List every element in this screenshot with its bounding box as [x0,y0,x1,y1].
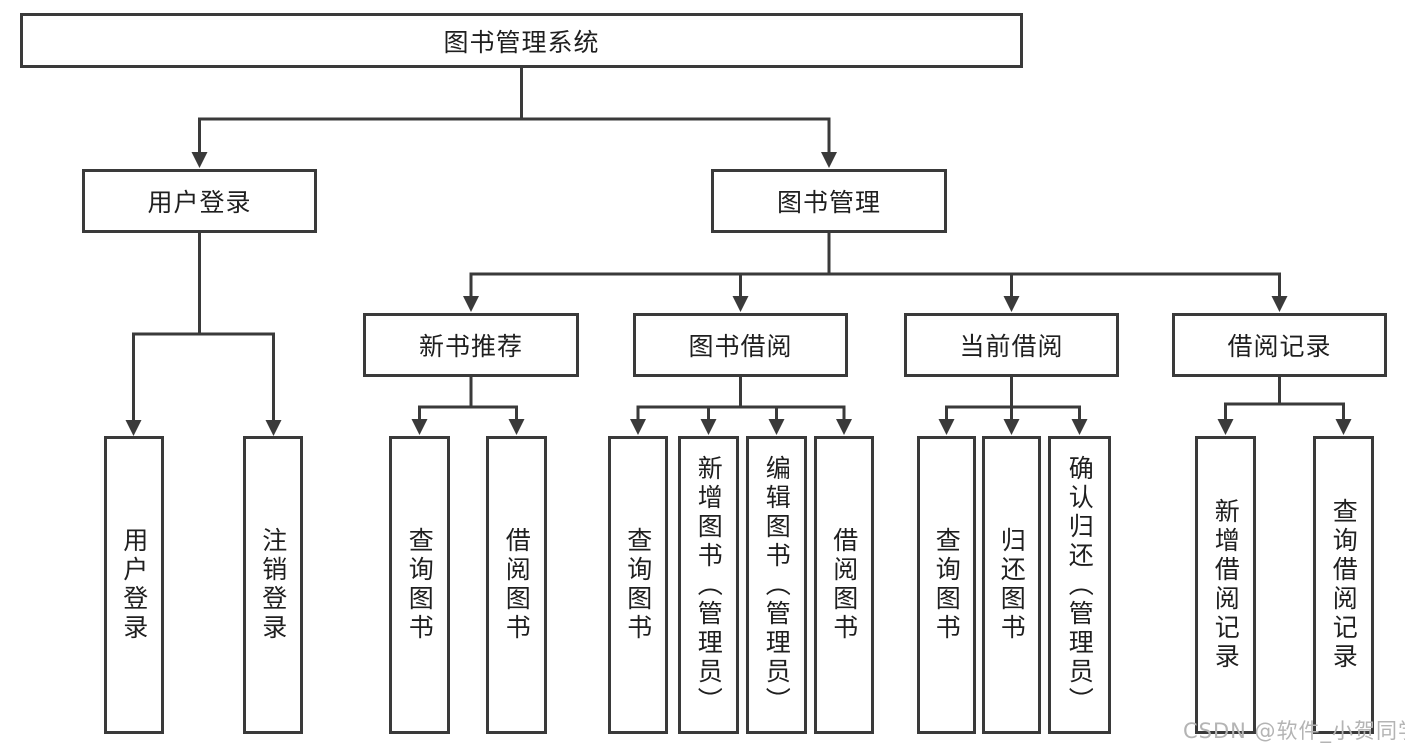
leaf-logout: 注销登录 [243,436,303,734]
leaf-add-borrow-record: 新增借阅记录 [1195,436,1256,734]
node-user-login: 用户登录 [82,169,317,233]
leaf-query-borrow-record: 查询借阅记录 [1313,436,1374,734]
watermark: CSDN @软件_小贺同学 [1183,719,1405,743]
leaf-return-books: 归还图书 [982,436,1041,734]
leaf-query-books-recommend: 查询图书 [389,436,450,734]
leaf-borrow-books: 借阅图书 [814,436,874,734]
leaf-query-books-borrow: 查询图书 [608,436,668,734]
node-book-management: 图书管理 [711,169,947,233]
node-borrowing-records: 借阅记录 [1172,313,1387,377]
leaf-borrow-books-recommend: 借阅图书 [486,436,547,734]
leaf-add-books-admin: 新增图书（管理员） [678,436,739,734]
leaf-user-login: 用户登录 [104,436,164,734]
leaf-edit-books-admin: 编辑图书（管理员） [746,436,807,734]
node-new-book-recommendation: 新书推荐 [363,313,579,377]
node-book-borrowing: 图书借阅 [633,313,848,377]
node-system-root: 图书管理系统 [20,13,1023,68]
node-current-borrowing: 当前借阅 [904,313,1119,377]
leaf-query-books-current: 查询图书 [917,436,976,734]
leaf-confirm-return-admin: 确认归还（管理员） [1048,436,1111,734]
